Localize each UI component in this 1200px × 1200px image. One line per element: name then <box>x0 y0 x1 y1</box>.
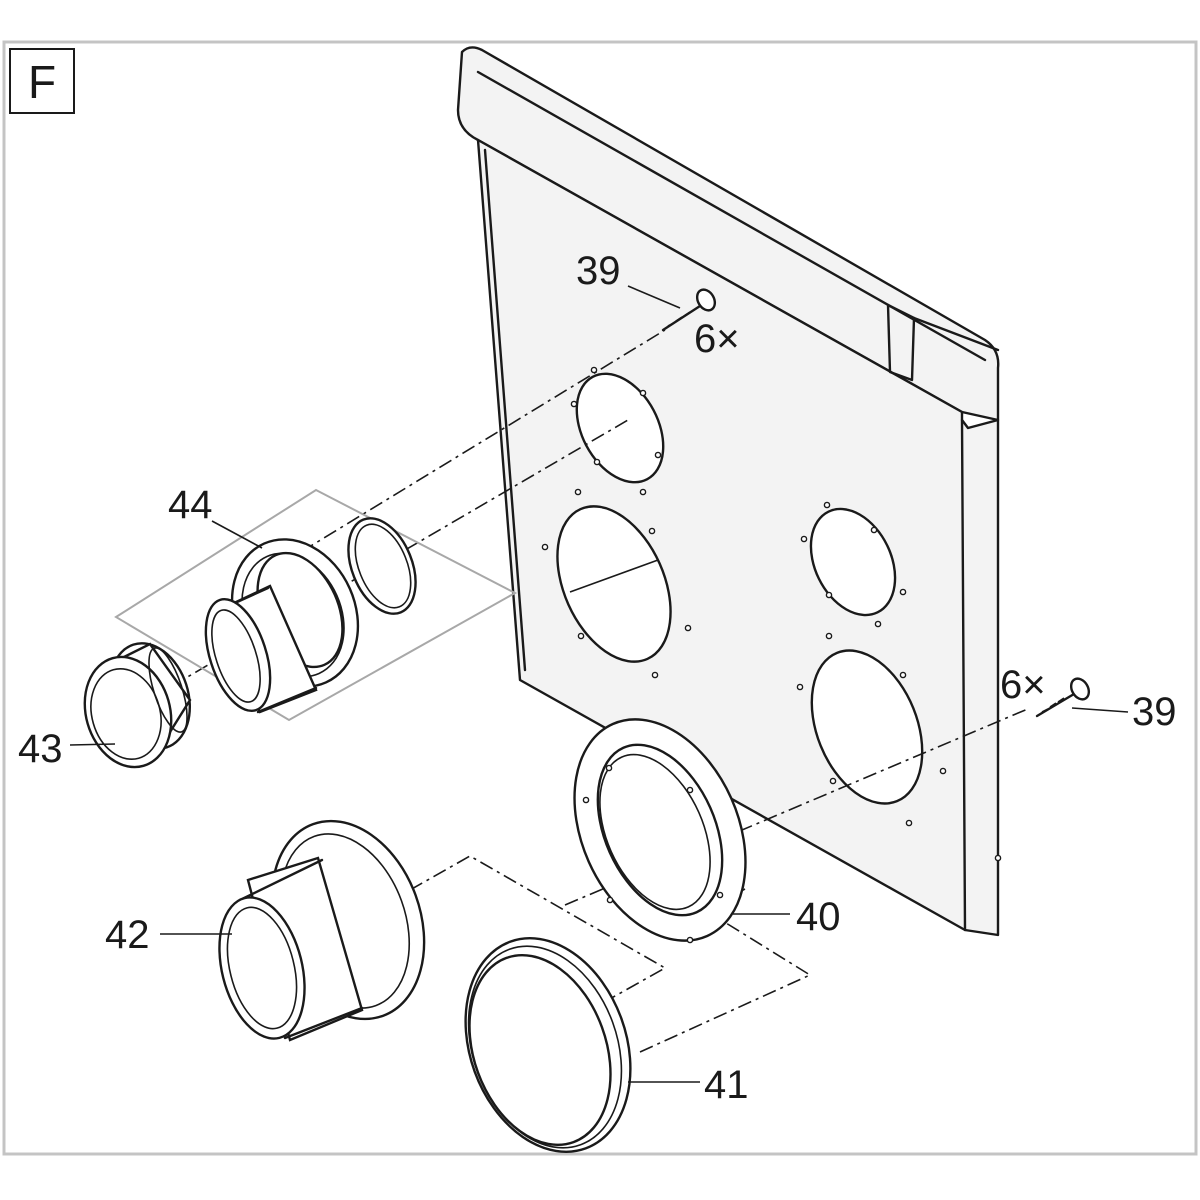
part-40-flange <box>573 718 747 944</box>
leader-lines <box>69 285 1129 1083</box>
callout-39-right: 39 <box>1132 690 1177 734</box>
panel-letter-box: F <box>9 48 75 114</box>
callout-41: 41 <box>704 1063 749 1107</box>
callout-39-top: 39 <box>576 249 621 293</box>
callout-43: 43 <box>18 727 63 771</box>
callout-44: 44 <box>168 483 213 527</box>
screw-39-top <box>661 288 717 332</box>
part-42-adapter <box>218 819 426 1042</box>
panel-opening-top-right <box>800 501 907 628</box>
panel-letter: F <box>28 56 56 108</box>
part-44-adapter <box>204 538 360 714</box>
part-44-seal-ring <box>347 517 417 615</box>
callout-qty-right: 6× <box>1000 663 1046 707</box>
panel-opening-middle-left <box>541 488 692 679</box>
callout-40: 40 <box>796 895 841 939</box>
diagram-frame <box>2 40 1198 1156</box>
part-43-cap <box>83 642 192 769</box>
callout-qty-top: 6× <box>694 317 740 361</box>
screw-39-right <box>1035 677 1091 718</box>
panel-opening-top-left <box>570 366 665 496</box>
part-41-ring <box>464 937 632 1153</box>
callout-42: 42 <box>105 913 150 957</box>
